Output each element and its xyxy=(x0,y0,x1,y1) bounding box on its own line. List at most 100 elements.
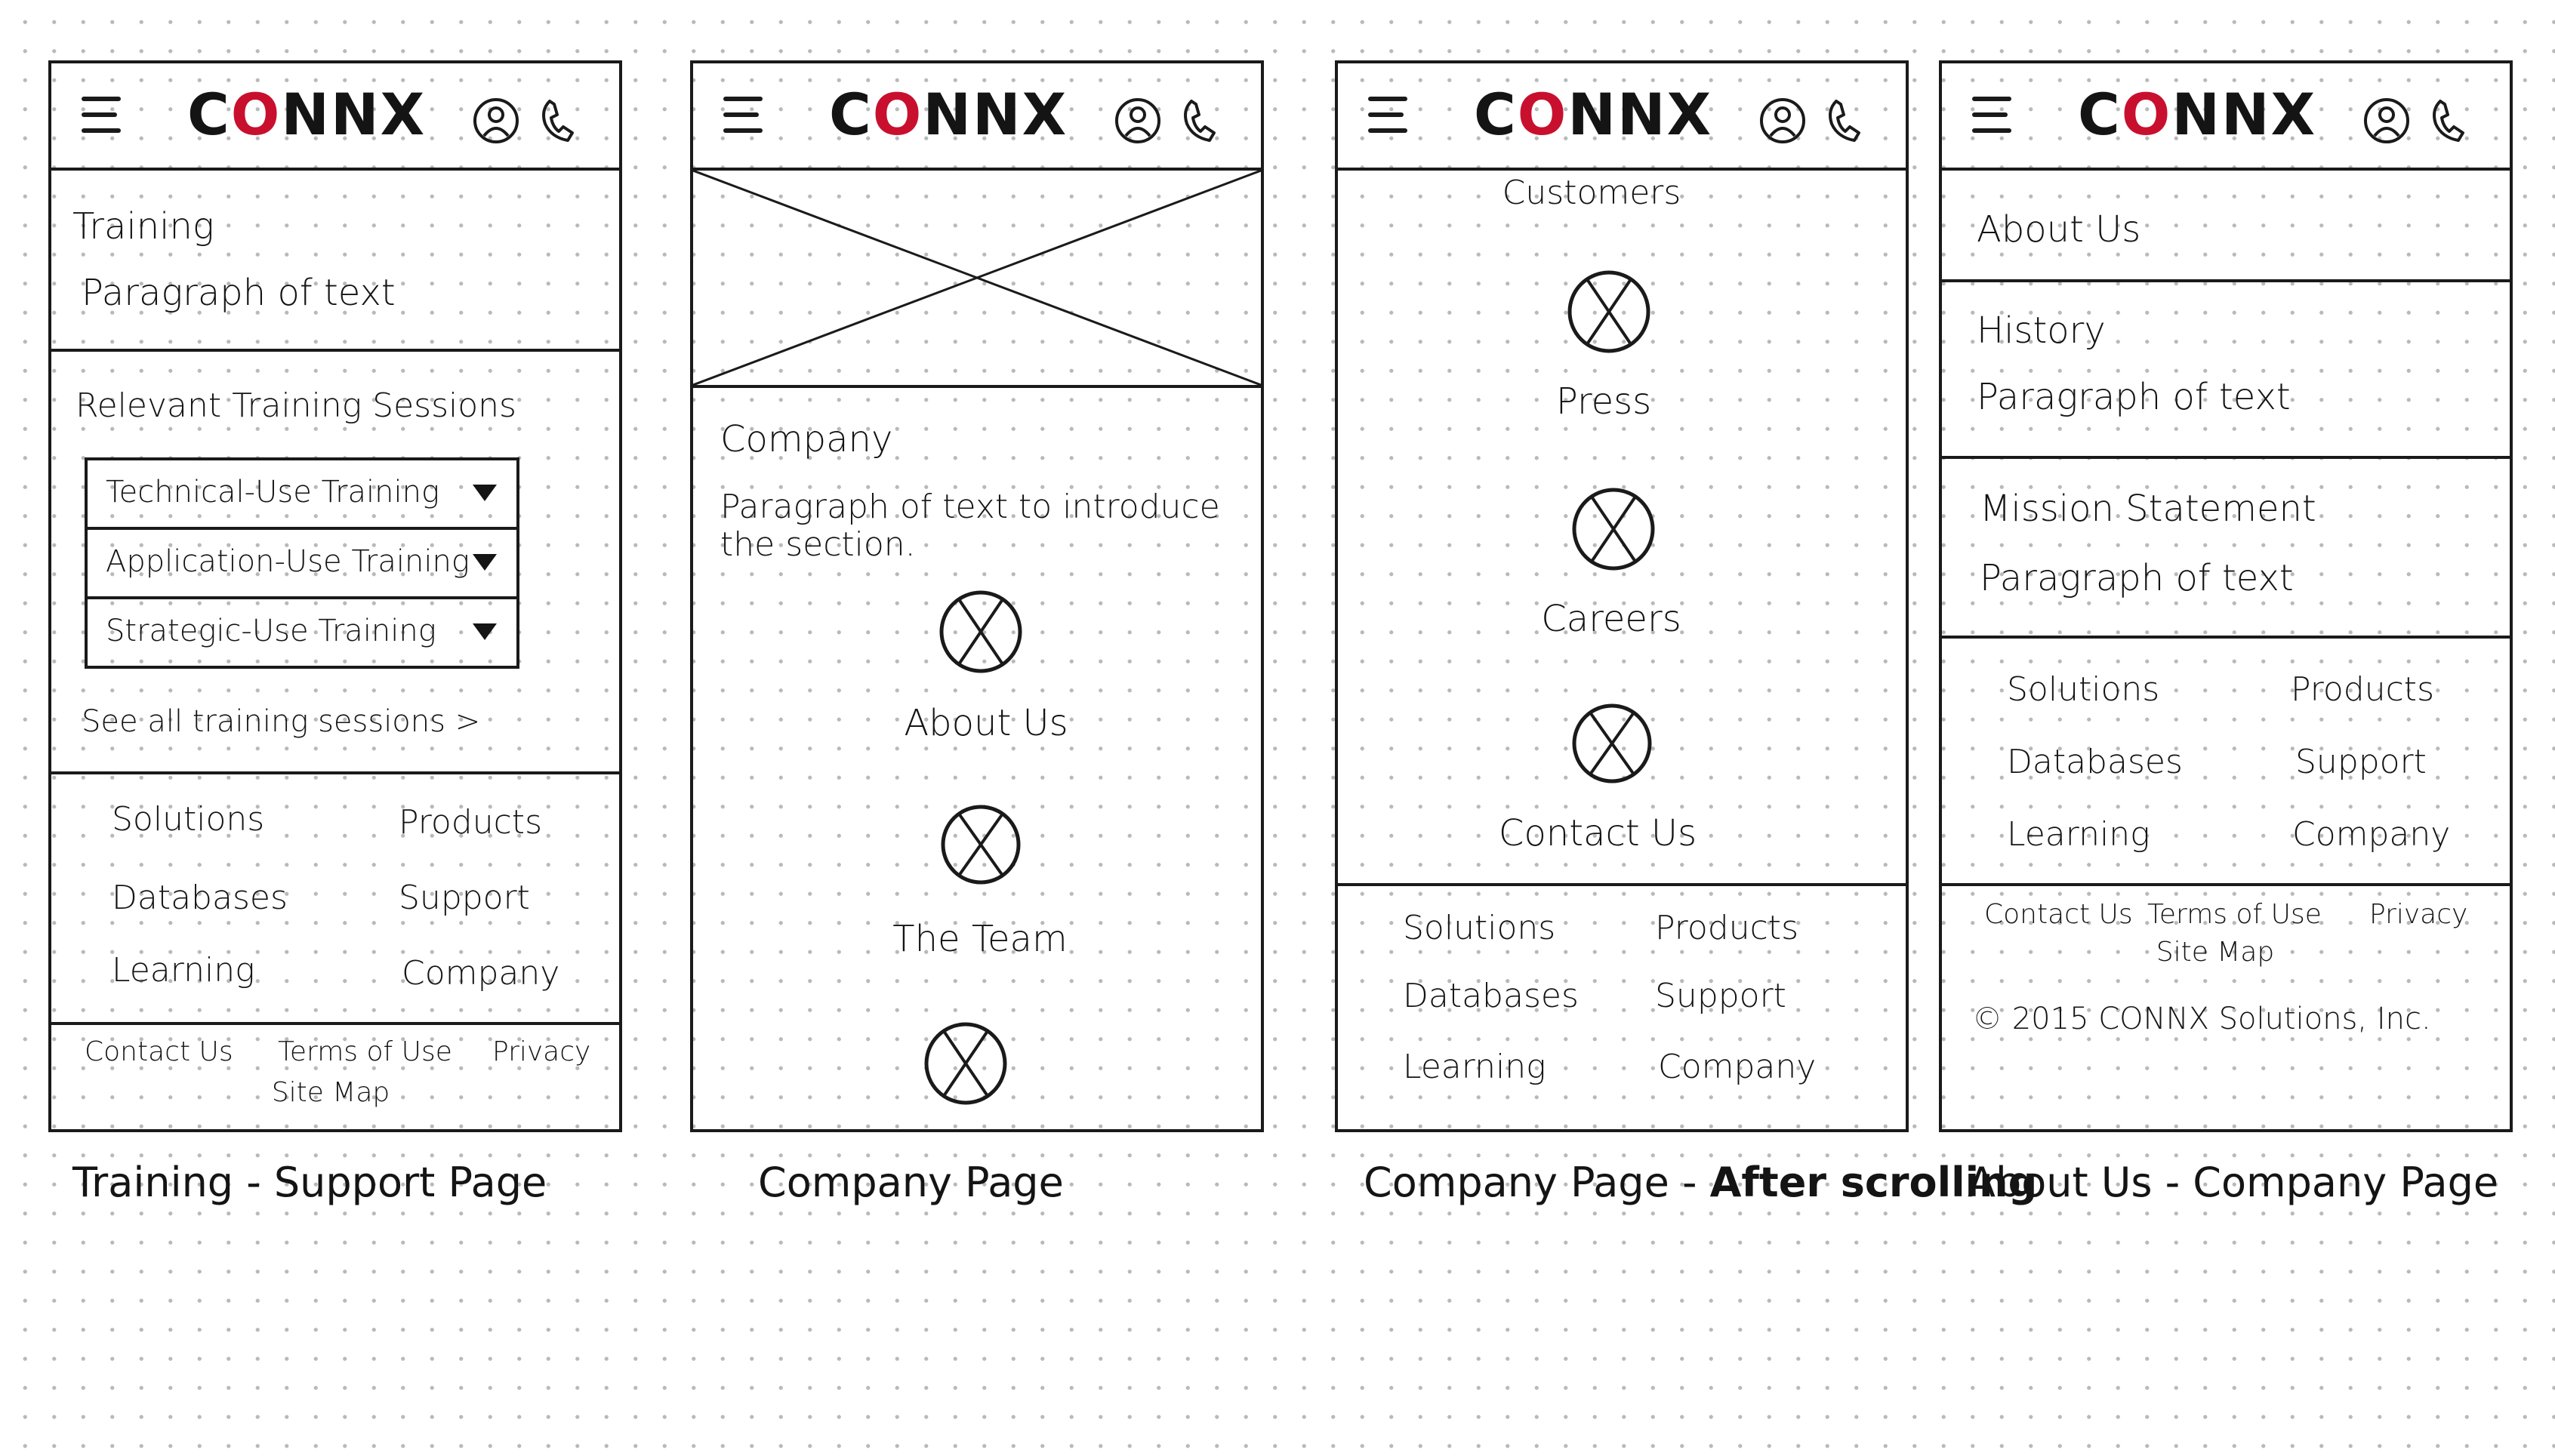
legal-terms[interactable]: Terms of Use xyxy=(2147,899,2322,930)
history-heading: History xyxy=(1977,309,2106,352)
user-icon[interactable] xyxy=(1758,94,1808,148)
wireframe-training-support: CONNX Training Paragraph of text Relevan… xyxy=(48,60,622,1132)
training-paragraph: Paragraph of text xyxy=(82,272,396,314)
user-icon[interactable] xyxy=(1113,94,1163,148)
dropdown-strategic[interactable]: Strategic-Use Training xyxy=(85,596,519,669)
copyright: © 2015 CONNX Solutions, Inc. xyxy=(1972,1002,2431,1036)
section-icon-placeholder[interactable] xyxy=(921,1019,1010,1108)
footer-link-databases[interactable]: Databases xyxy=(2007,743,2183,781)
company-intro-line2: the section. xyxy=(720,525,916,564)
divider xyxy=(51,349,619,352)
see-all-link[interactable]: See all training sessions > xyxy=(82,704,481,739)
link-the-team[interactable]: The Team xyxy=(892,918,1068,960)
footer-link-products[interactable]: Products xyxy=(399,803,542,842)
divider xyxy=(693,385,1261,388)
link-customers[interactable]: Customers xyxy=(1502,174,1681,212)
user-icon[interactable] xyxy=(2362,94,2412,148)
the-team-icon-placeholder[interactable] xyxy=(936,800,1025,889)
caret-down-icon xyxy=(473,485,497,501)
link-careers[interactable]: Careers xyxy=(1541,598,1681,640)
footer-link-company[interactable]: Company xyxy=(402,954,560,993)
footer-link-learning[interactable]: Learning xyxy=(112,951,255,990)
wireframe-company-scrolled: CONNX Customers Press Careers Contact Us… xyxy=(1335,60,1909,1132)
footer-link-products[interactable]: Products xyxy=(2291,670,2434,709)
legal-contact[interactable]: Contact Us xyxy=(85,1036,233,1067)
hamburger-menu-icon[interactable] xyxy=(82,97,121,134)
connx-logo[interactable]: CONNX xyxy=(187,86,426,143)
hamburger-menu-icon[interactable] xyxy=(1368,97,1407,134)
header: CONNX xyxy=(1942,63,2510,171)
legal-privacy[interactable]: Privacy xyxy=(2369,899,2468,930)
footer-link-company[interactable]: Company xyxy=(2292,815,2451,854)
legal-terms[interactable]: Terms of Use xyxy=(278,1036,452,1067)
footer-link-support[interactable]: Support xyxy=(1655,977,1786,1015)
company-heading: Company xyxy=(720,418,893,460)
hamburger-menu-icon[interactable] xyxy=(723,97,763,134)
phone-icon[interactable] xyxy=(1176,94,1226,148)
dropdown-technical[interactable]: Technical-Use Training xyxy=(85,457,519,530)
divider xyxy=(1338,883,1906,886)
footer-link-products[interactable]: Products xyxy=(1655,909,1798,947)
divider xyxy=(1942,279,2510,282)
footer-link-solutions[interactable]: Solutions xyxy=(2007,670,2160,709)
logo-text: CONNX xyxy=(1474,81,1713,148)
footer-link-company[interactable]: Company xyxy=(1658,1048,1817,1086)
connx-logo[interactable]: CONNX xyxy=(829,86,1068,143)
divider xyxy=(1942,636,2510,639)
dropdown-label: Technical-Use Training xyxy=(106,475,439,509)
caption-company-scrolled: Company Page - After scrolling xyxy=(1364,1159,2037,1206)
footer-link-learning[interactable]: Learning xyxy=(2007,815,2150,854)
connx-logo[interactable]: CONNX xyxy=(1474,86,1712,143)
divider xyxy=(51,771,619,774)
dropdown-application[interactable]: Application-Use Training xyxy=(85,527,519,599)
link-press[interactable]: Press xyxy=(1555,380,1652,423)
caret-down-icon xyxy=(473,623,497,640)
legal-sitemap[interactable]: Site Map xyxy=(2156,937,2275,968)
training-heading: Training xyxy=(72,205,214,248)
contact-icon-placeholder[interactable] xyxy=(1567,699,1657,788)
phone-icon[interactable] xyxy=(535,94,584,148)
legal-privacy[interactable]: Privacy xyxy=(492,1036,591,1067)
footer-link-learning[interactable]: Learning xyxy=(1403,1048,1546,1086)
phone-icon[interactable] xyxy=(2425,94,2475,148)
divider xyxy=(1942,456,2510,459)
image-placeholder xyxy=(693,171,1261,386)
wireframe-company: CONNX Company Paragraph of text to intro… xyxy=(690,60,1264,1132)
caption-suffix: After scrolling xyxy=(1709,1159,2038,1206)
header: CONNX xyxy=(1338,63,1906,171)
company-intro-line1: Paragraph of text to introduce xyxy=(720,488,1220,526)
hamburger-menu-icon[interactable] xyxy=(1972,97,2011,134)
link-about-us[interactable]: About Us xyxy=(904,702,1068,744)
history-paragraph: Paragraph of text xyxy=(1977,376,2291,418)
mission-paragraph: Paragraph of text xyxy=(1980,557,2294,599)
about-us-icon-placeholder[interactable] xyxy=(936,587,1025,676)
wireframe-about-us: CONNX About Us History Paragraph of text… xyxy=(1939,60,2513,1132)
logo-text: CONNX xyxy=(2078,81,2317,148)
link-contact-us[interactable]: Contact Us xyxy=(1498,812,1697,854)
footer-link-support[interactable]: Support xyxy=(399,879,530,917)
phone-icon[interactable] xyxy=(1821,94,1871,148)
footer-link-solutions[interactable]: Solutions xyxy=(112,800,265,839)
footer-link-databases[interactable]: Databases xyxy=(1403,977,1579,1015)
caption-about-us: About Us - Company Page xyxy=(1968,1159,2499,1206)
header: CONNX xyxy=(693,63,1261,171)
caption-company: Company Page xyxy=(758,1159,1064,1206)
logo-text: CONNX xyxy=(829,81,1068,148)
press-icon-placeholder[interactable] xyxy=(1564,267,1654,356)
divider xyxy=(51,1022,619,1025)
dropdown-label: Application-Use Training xyxy=(106,544,470,579)
mission-heading: Mission Statement xyxy=(1980,488,2316,530)
user-icon[interactable] xyxy=(471,94,521,148)
divider xyxy=(1942,883,2510,886)
connx-logo[interactable]: CONNX xyxy=(2078,86,2316,143)
caret-down-icon xyxy=(473,554,497,571)
caption-training: Training - Support Page xyxy=(72,1159,547,1206)
legal-contact[interactable]: Contact Us xyxy=(1984,899,2133,930)
footer-link-support[interactable]: Support xyxy=(2295,743,2427,781)
header: CONNX xyxy=(51,63,619,171)
careers-icon-placeholder[interactable] xyxy=(1569,485,1658,574)
legal-sitemap[interactable]: Site Map xyxy=(271,1077,390,1108)
caption-prefix: Company Page - xyxy=(1364,1159,1710,1206)
footer-link-solutions[interactable]: Solutions xyxy=(1403,909,1556,947)
footer-link-databases[interactable]: Databases xyxy=(112,879,288,917)
